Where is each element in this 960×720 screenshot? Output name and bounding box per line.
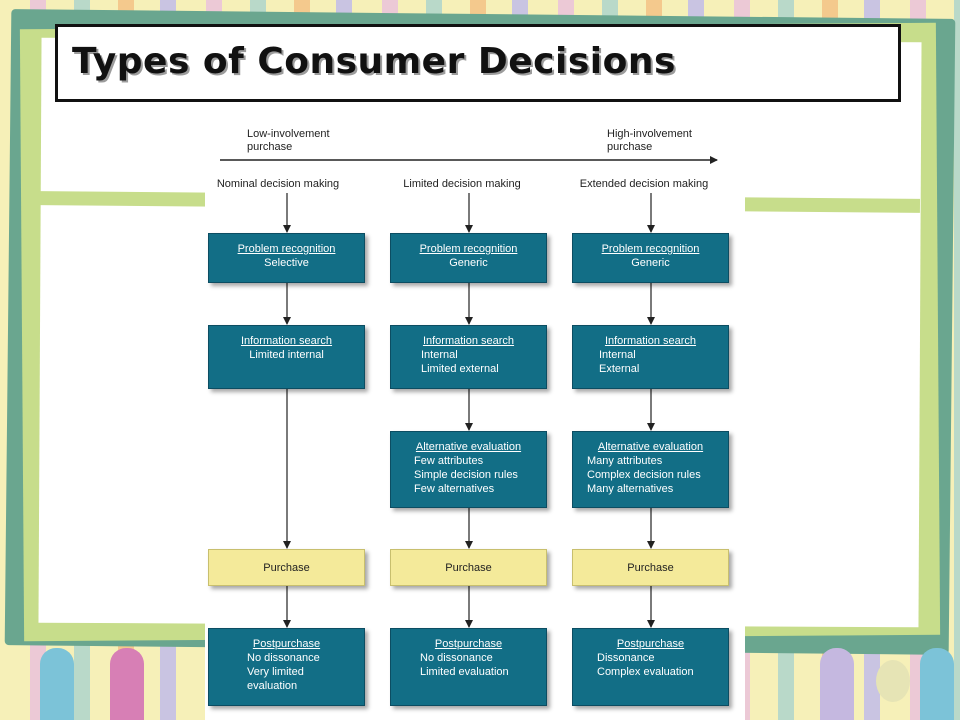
box-body: Generic	[631, 257, 670, 269]
box-heading: Alternative evaluation	[415, 441, 522, 453]
box-body: Limited internal	[249, 349, 324, 361]
box-heading: Purchase	[627, 562, 674, 574]
box-body: Generic	[449, 257, 488, 269]
decor-shape	[820, 648, 854, 720]
postpurchase-box-extended: Postpurchase Dissonance Complex evaluati…	[572, 628, 729, 706]
alternative-evaluation-box-extended: Alternative evaluation Many attributes C…	[572, 431, 729, 508]
box-heading: Information search	[604, 335, 697, 347]
high-involvement-label: High-involvement purchase	[607, 128, 692, 153]
purchase-box-limited: Purchase	[390, 549, 547, 586]
purchase-box-nominal: Purchase	[208, 549, 365, 586]
box-body: No dissonance Limited evaluation	[420, 652, 509, 678]
box-heading: Purchase	[445, 562, 492, 574]
box-body: Internal External	[599, 349, 640, 375]
decor-shape	[920, 648, 954, 720]
box-body: Selective	[264, 257, 309, 269]
decor-shape	[40, 648, 74, 720]
information-search-box-nominal: Information search Limited internal	[208, 325, 365, 389]
box-heading: Postpurchase	[616, 638, 685, 650]
column-heading-extended: Extended decision making	[579, 178, 709, 190]
box-heading: Information search	[240, 335, 333, 347]
column-heading-nominal: Nominal decision making	[216, 178, 340, 190]
decor-bulb	[876, 660, 910, 702]
problem-recognition-box-nominal: Problem recognition Selective	[208, 233, 365, 283]
title-box: Types of Consumer Decisions	[55, 24, 901, 102]
problem-recognition-box-extended: Problem recognition Generic	[572, 233, 729, 283]
postpurchase-box-limited: Postpurchase No dissonance Limited evalu…	[390, 628, 547, 706]
box-heading: Information search	[422, 335, 515, 347]
information-search-box-extended: Information search Internal External	[572, 325, 729, 389]
box-heading: Postpurchase	[434, 638, 503, 650]
information-search-box-limited: Information search Internal Limited exte…	[390, 325, 547, 389]
connector-arrows	[220, 156, 718, 628]
box-body: Few attributes Simple decision rules Few…	[414, 455, 518, 495]
problem-recognition-box-limited: Problem recognition Generic	[390, 233, 547, 283]
column-heading-limited: Limited decision making	[403, 178, 521, 190]
box-body: Dissonance Complex evaluation	[597, 652, 694, 678]
page-title: Types of Consumer Decisions	[72, 41, 676, 82]
decision-diagram: Low-involvement purchase High-involvemen…	[205, 115, 745, 720]
box-heading: Problem recognition	[419, 243, 518, 255]
box-heading: Alternative evaluation	[597, 441, 704, 453]
box-heading: Problem recognition	[237, 243, 336, 255]
alternative-evaluation-box-limited: Alternative evaluation Few attributes Si…	[390, 431, 547, 508]
box-body: Many attributes Complex decision rules M…	[587, 455, 701, 495]
box-heading: Problem recognition	[601, 243, 700, 255]
box-body: No dissonance Very limited evaluation	[247, 652, 320, 692]
low-involvement-label: Low-involvement purchase	[247, 128, 330, 153]
box-body: Internal Limited external	[421, 349, 499, 375]
box-heading: Postpurchase	[252, 638, 321, 650]
purchase-box-extended: Purchase	[572, 549, 729, 586]
box-heading: Purchase	[263, 562, 310, 574]
decor-shape	[110, 648, 144, 720]
postpurchase-box-nominal: Postpurchase No dissonance Very limited …	[208, 628, 365, 706]
